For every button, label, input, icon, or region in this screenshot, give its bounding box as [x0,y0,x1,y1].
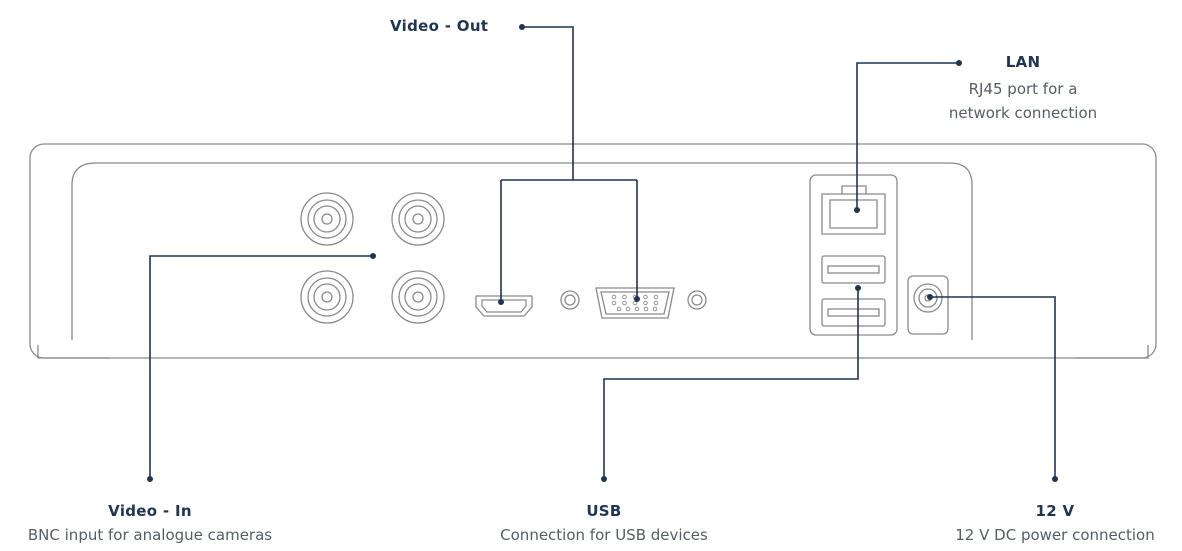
vga-pin [611,294,617,300]
back-panel [71,162,973,340]
power-desc: 12 V DC power connection [955,526,1155,544]
vga-pin [653,300,659,306]
bnc-connector-1 [300,192,354,246]
bnc-connector-4 [391,270,445,324]
video-out-title: Video - Out [390,17,489,35]
usb-desc: Connection for USB devices [500,526,708,544]
lan-desc-line1: RJ45 port for a [968,80,1078,98]
vga-pin [643,300,648,306]
dot-video-in-label [147,476,153,482]
usb-title: USB [586,502,622,520]
leader-power [930,296,1056,479]
video-in-desc: BNC input for analogue cameras [27,526,273,544]
vga-pin [652,306,658,312]
dot-video-out-hdmi [498,299,504,305]
vga-pin [625,306,631,312]
vga-pin [622,294,627,300]
usb-port-1 [821,255,886,284]
device-foot-right [1076,345,1149,359]
dot-usb-label [601,476,607,482]
vga-pin [643,294,648,300]
audio-jack-left [560,290,580,310]
vga-pin [653,294,659,300]
leader-video-out [500,26,638,302]
lan-title: LAN [1005,53,1041,71]
bnc-connector-3 [300,270,354,324]
lan-desc-line2: network connection [948,104,1098,122]
dot-power-label [1052,476,1058,482]
dot-lan-label [956,60,962,66]
device-foot-left [37,345,110,359]
audio-jack-right [687,290,707,310]
vga-pin [634,306,640,312]
dot-usb-port [855,285,861,291]
power-title: 12 V [1035,502,1075,520]
video-in-title: Video - In [108,502,192,520]
bnc-connector-2 [391,192,445,246]
rj45-port [821,185,886,235]
leader-lan [856,62,959,210]
dot-lan-port [854,207,860,213]
leader-usb [603,288,859,479]
dot-video-out-vga [634,296,640,302]
leader-video-in [149,255,373,479]
device-housing [29,143,1157,359]
vga-port [595,287,675,319]
vga-pin [622,300,627,306]
lan-usb-panel [809,174,898,336]
vga-pin [643,306,649,312]
dot-power-port [927,294,933,300]
dc-power-port [907,275,949,335]
usb-port-2 [821,298,886,327]
hdmi-port [475,295,533,317]
dot-video-in-port [370,253,376,259]
vga-pin [611,300,617,306]
vga-pin [616,306,622,312]
dot-video-out [519,24,525,30]
